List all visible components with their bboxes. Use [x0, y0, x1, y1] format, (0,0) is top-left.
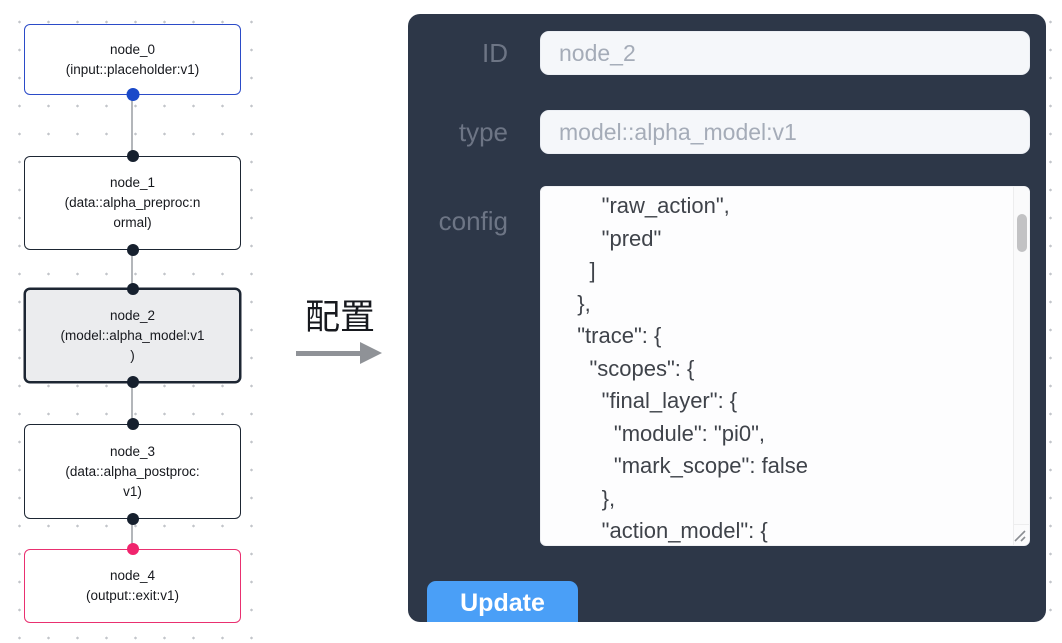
scrollbar-track[interactable]	[1013, 187, 1029, 525]
node-1-input-port[interactable]	[126, 150, 139, 162]
node-0-output-port[interactable]	[126, 88, 139, 101]
edge-node3-node4	[131, 519, 133, 549]
node-subtitle: (output::exit:v1)	[85, 588, 180, 603]
node-title: node_1	[109, 175, 156, 190]
type-input[interactable]	[540, 110, 1030, 154]
flow-node-node-4[interactable]: node_4 (output::exit:v1)	[24, 543, 241, 623]
id-field-row: ID	[408, 31, 1030, 75]
node-3-input-port[interactable]	[126, 418, 139, 430]
arrow-shaft	[296, 351, 362, 356]
type-field-label: type	[458, 117, 508, 147]
node-2-input-port[interactable]	[126, 283, 139, 295]
right-arrow-icon	[290, 342, 390, 364]
scrollbar-thumb[interactable]	[1017, 214, 1027, 252]
config-json-content[interactable]: "raw_action", "pred" ] }, "trace": { "sc…	[577, 193, 809, 543]
edge-node0-node1	[131, 95, 133, 156]
id-input[interactable]	[540, 31, 1030, 75]
node-title: node_2	[109, 307, 156, 323]
flow-node-node-1[interactable]: node_1 (data::alpha_preproc:n ormal)	[24, 150, 241, 256]
node-4-input-port[interactable]	[126, 543, 139, 555]
node-subtitle: (data::alpha_postproc: v1)	[65, 463, 200, 499]
id-field-label: ID	[482, 38, 508, 68]
config-textarea[interactable]: "raw_action", "pred" ] }, "trace": { "sc…	[540, 186, 1030, 546]
type-field-row: type	[408, 110, 1030, 154]
edge-node2-node3	[131, 383, 133, 424]
node-3-output-port[interactable]	[126, 513, 139, 525]
config-field-label: config	[438, 206, 508, 236]
arrow-head	[360, 342, 382, 364]
flow-node-node-0[interactable]: node_0 (input::placeholder:v1)	[24, 24, 241, 101]
flow-editor-canvas[interactable]: node_0 (input::placeholder:v1) node_1 (d…	[0, 0, 278, 643]
update-button[interactable]: Update	[427, 581, 578, 622]
node-2-output-port[interactable]	[126, 376, 139, 388]
config-annotation: 配置	[290, 298, 390, 364]
node-title: node_3	[109, 443, 156, 459]
config-panel-canvas: ID type config "raw_action", "pred" ] },…	[392, 0, 1062, 631]
node-subtitle: (data::alpha_preproc:n ormal)	[64, 195, 201, 230]
flow-node-node-2-selected[interactable]: node_2 (model::alpha_model:v1 )	[24, 283, 241, 388]
edge-node1-node2	[131, 250, 133, 288]
flow-node-node-3[interactable]: node_3 (data::alpha_postproc: v1)	[24, 418, 241, 525]
config-field-row: config "raw_action", "pred" ] }, "trace"…	[408, 186, 1030, 546]
node-1-output-port[interactable]	[126, 244, 139, 256]
config-annotation-label: 配置	[304, 298, 375, 337]
node-subtitle: (model::alpha_model:v1 )	[60, 327, 205, 363]
node-title: node_0	[109, 41, 156, 57]
node-title: node_4	[109, 568, 156, 583]
node-subtitle: (input::placeholder:v1)	[65, 61, 200, 77]
node-config-panel: ID type config "raw_action", "pred" ] },…	[408, 14, 1046, 622]
resize-handle-icon[interactable]	[1011, 527, 1026, 542]
